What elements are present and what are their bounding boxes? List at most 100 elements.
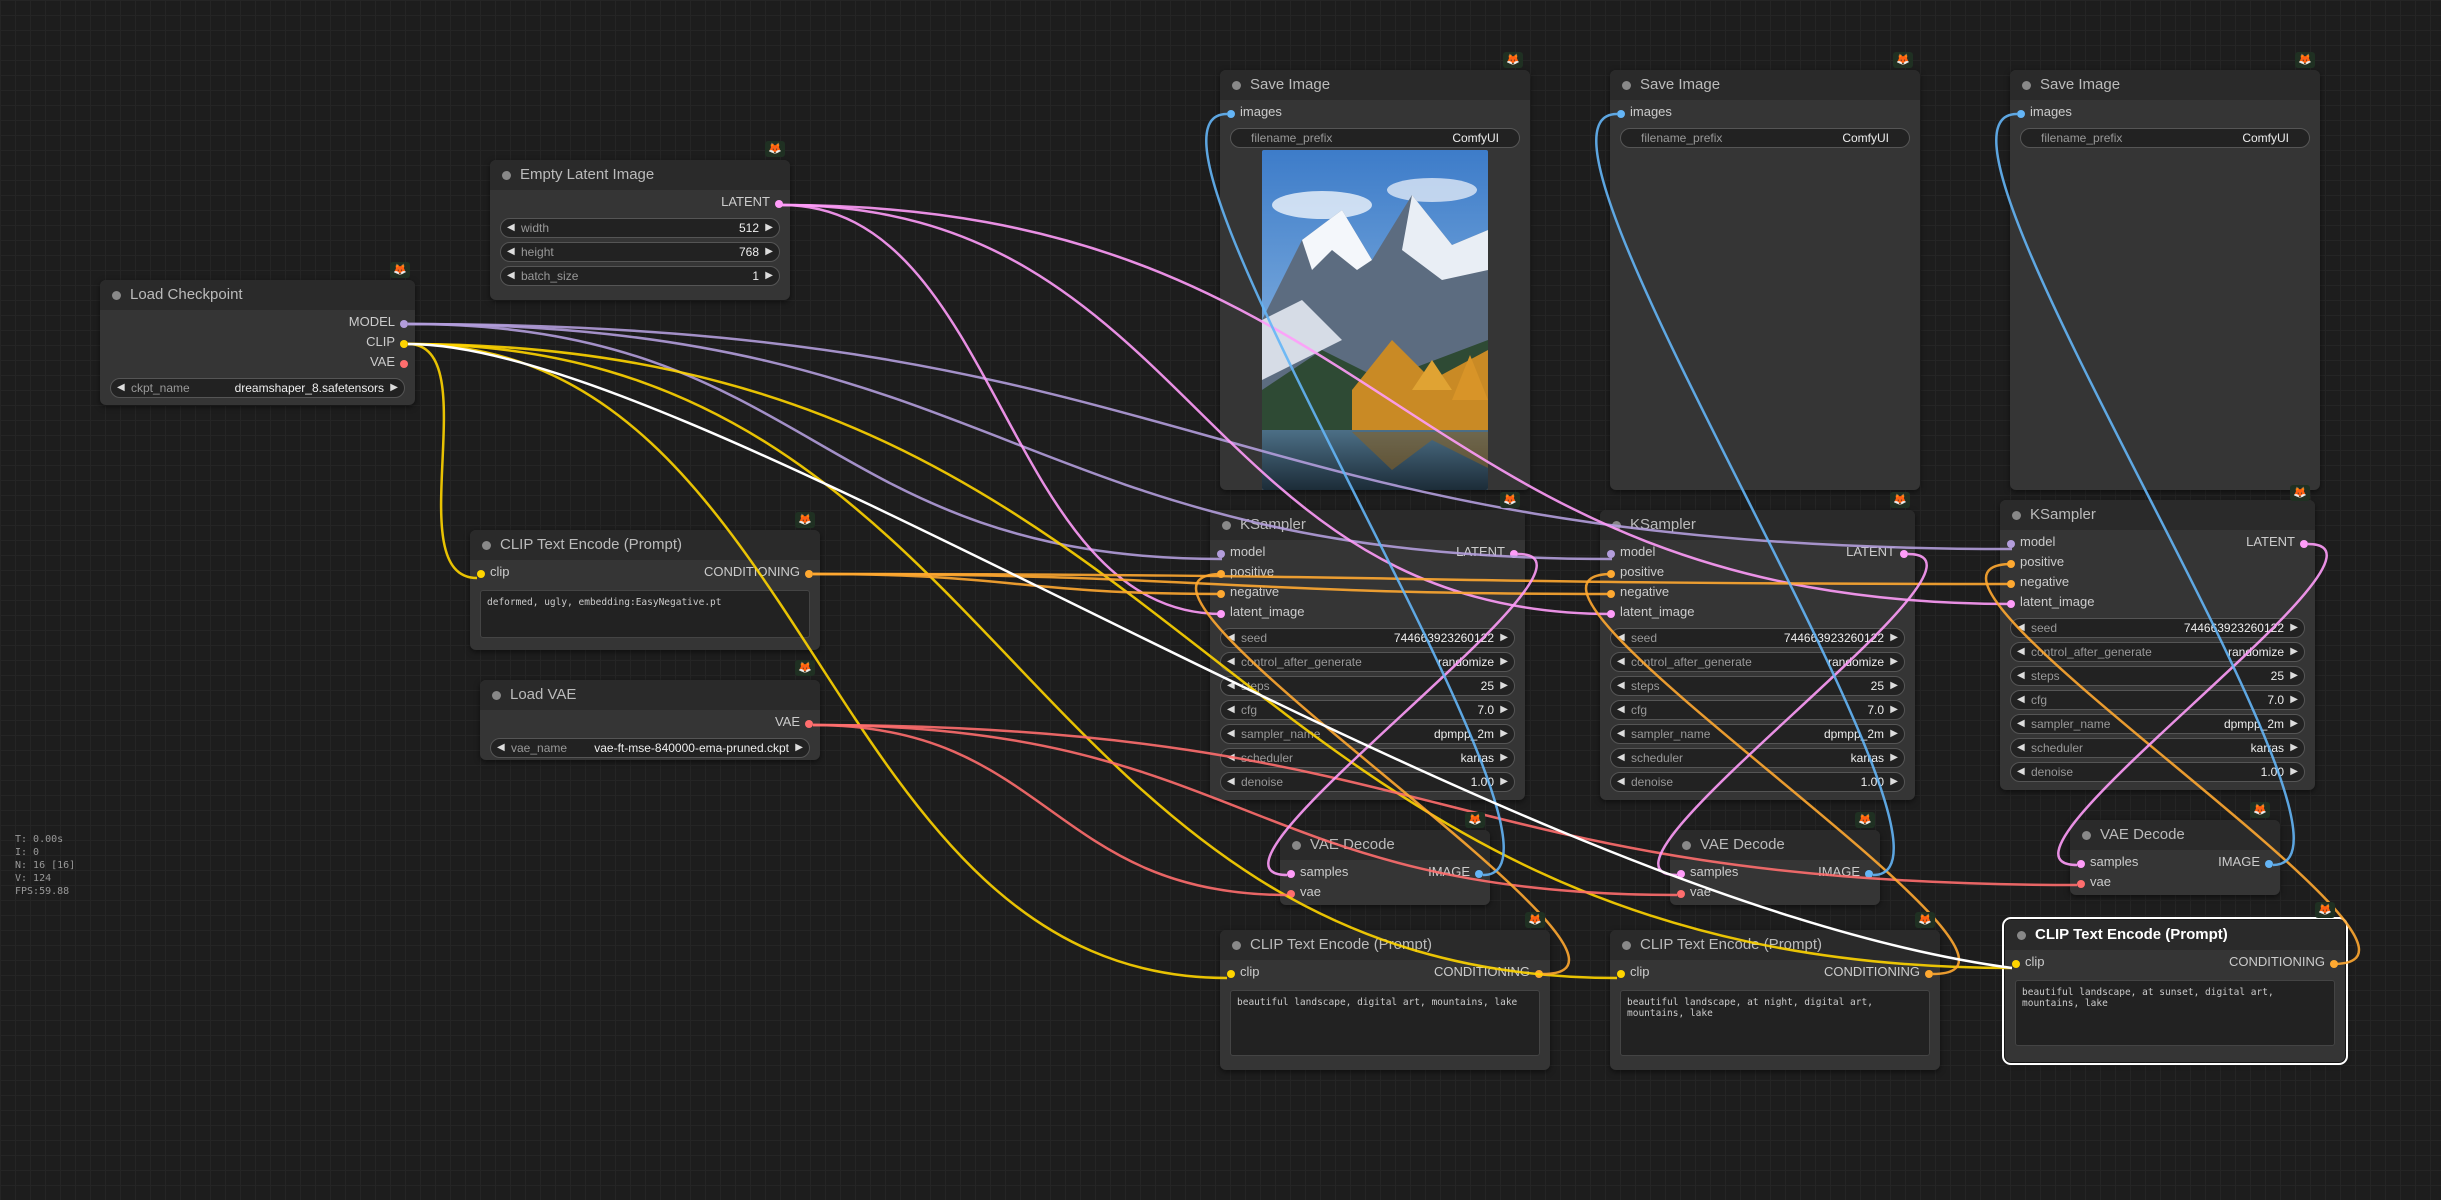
node-title[interactable]: Save Image — [2010, 70, 2320, 100]
right-arrow-icon[interactable]: ▶ — [2290, 670, 2298, 681]
node-title[interactable]: CLIP Text Encode (Prompt) — [470, 530, 820, 560]
left-arrow-icon[interactable]: ◀ — [2017, 694, 2025, 705]
right-arrow-icon[interactable]: ▶ — [1890, 728, 1898, 739]
input-pin[interactable] — [2077, 880, 2085, 888]
collapse-dot-icon[interactable] — [1222, 521, 1231, 530]
left-arrow-icon[interactable]: ◀ — [2017, 742, 2025, 753]
output-pin[interactable] — [400, 360, 408, 368]
input-pin[interactable] — [1287, 890, 1295, 898]
right-arrow-icon[interactable]: ▶ — [1890, 680, 1898, 691]
input-pin[interactable] — [1217, 550, 1225, 558]
input-pin[interactable] — [2007, 580, 2015, 588]
node-title[interactable]: Load VAE — [480, 680, 820, 710]
vae-input[interactable]: vae — [1670, 884, 1880, 904]
collapse-dot-icon[interactable] — [502, 171, 511, 180]
right-arrow-icon[interactable]: ▶ — [2290, 646, 2298, 657]
right-arrow-icon[interactable]: ▶ — [390, 382, 398, 393]
left-arrow-icon[interactable]: ◀ — [2017, 670, 2025, 681]
left-arrow-icon[interactable]: ◀ — [2017, 766, 2025, 777]
right-arrow-icon[interactable]: ▶ — [1890, 656, 1898, 667]
output-pin[interactable] — [1535, 970, 1543, 978]
vae-input[interactable]: vae — [1280, 884, 1490, 904]
negative-input[interactable]: negative — [1210, 584, 1525, 604]
right-arrow-icon[interactable]: ▶ — [1890, 632, 1898, 643]
left-arrow-icon[interactable]: ◀ — [1617, 704, 1625, 715]
collapse-dot-icon[interactable] — [1622, 941, 1631, 950]
left-arrow-icon[interactable]: ◀ — [1617, 728, 1625, 739]
output-pin[interactable] — [400, 340, 408, 348]
node-title[interactable]: VAE Decode — [1280, 830, 1490, 860]
left-arrow-icon[interactable]: ◀ — [1227, 728, 1235, 739]
node-title[interactable]: VAE Decode — [1670, 830, 1880, 860]
positive-input[interactable]: positive — [1210, 564, 1525, 584]
left-arrow-icon[interactable]: ◀ — [1617, 680, 1625, 691]
node-title[interactable]: CLIP Text Encode (Prompt) — [1220, 930, 1550, 960]
latent-image-input[interactable]: latent_image — [2000, 594, 2315, 614]
collapse-dot-icon[interactable] — [1682, 841, 1691, 850]
collapse-dot-icon[interactable] — [2022, 81, 2031, 90]
connection-wire[interactable] — [407, 342, 478, 580]
left-arrow-icon[interactable]: ◀ — [1227, 656, 1235, 667]
positive-input[interactable]: positive — [2000, 554, 2315, 574]
collapse-dot-icon[interactable] — [112, 291, 121, 300]
collapse-dot-icon[interactable] — [1232, 81, 1241, 90]
left-arrow-icon[interactable]: ◀ — [1227, 776, 1235, 787]
input-pin[interactable] — [2007, 540, 2015, 548]
left-arrow-icon[interactable]: ◀ — [117, 382, 125, 393]
input-pin[interactable] — [1217, 570, 1225, 578]
left-arrow-icon[interactable]: ◀ — [2017, 718, 2025, 729]
output-pin[interactable] — [2265, 860, 2273, 868]
collapse-dot-icon[interactable] — [1232, 941, 1241, 950]
right-arrow-icon[interactable]: ▶ — [2290, 694, 2298, 705]
node-title[interactable]: Load Checkpoint — [100, 280, 415, 310]
left-arrow-icon[interactable]: ◀ — [507, 246, 515, 257]
right-arrow-icon[interactable]: ▶ — [1500, 656, 1508, 667]
right-arrow-icon[interactable]: ▶ — [1500, 728, 1508, 739]
prompt-textarea[interactable]: beautiful landscape, digital art, mounta… — [1230, 990, 1540, 1056]
output-latent[interactable]: LATENT — [490, 194, 790, 214]
connection-wire[interactable] — [781, 203, 1223, 616]
left-arrow-icon[interactable]: ◀ — [1227, 752, 1235, 763]
connection-wire[interactable] — [407, 342, 1228, 980]
input-pin[interactable] — [1607, 590, 1615, 598]
prompt-textarea[interactable]: beautiful landscape, at night, digital a… — [1620, 990, 1930, 1056]
right-arrow-icon[interactable]: ▶ — [765, 270, 773, 281]
output-pin[interactable] — [805, 570, 813, 578]
right-arrow-icon[interactable]: ▶ — [2290, 622, 2298, 633]
output-pin[interactable] — [1865, 870, 1873, 878]
right-arrow-icon[interactable]: ▶ — [1500, 776, 1508, 787]
collapse-dot-icon[interactable] — [1622, 81, 1631, 90]
images-input[interactable]: images — [1220, 104, 1530, 124]
right-arrow-icon[interactable]: ▶ — [1500, 752, 1508, 763]
input-pin[interactable] — [2012, 960, 2020, 968]
output-pin[interactable] — [400, 320, 408, 328]
left-arrow-icon[interactable]: ◀ — [507, 222, 515, 233]
